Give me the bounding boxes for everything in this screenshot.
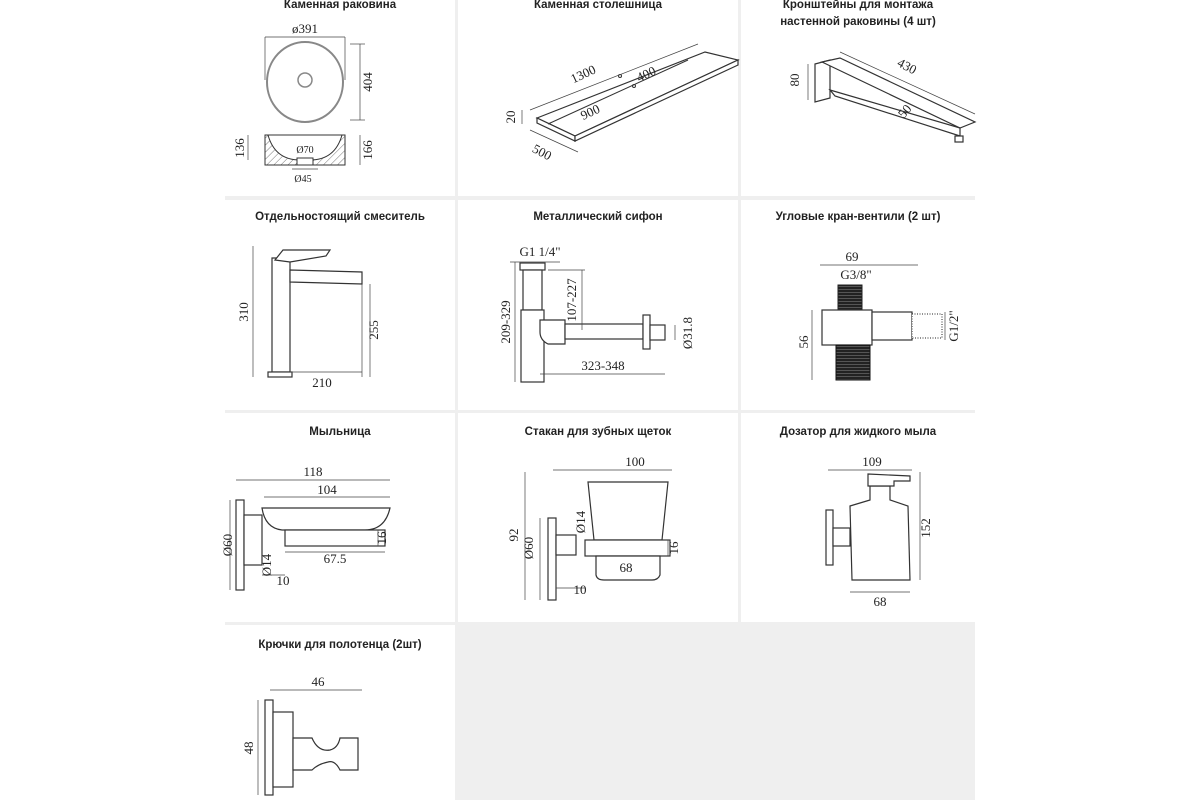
cell-title: Каменная раковина [283,0,397,11]
cell-title: Дозатор для жидкого мыла [779,426,937,438]
dim-spout-reach: 210 [312,375,332,390]
dispenser-drawing: 109 152 68 [825,454,933,609]
grid-separator [225,196,975,200]
cell-faucet: Отдельностоящий смеситель [225,200,455,410]
grid-separator [225,622,975,625]
grid-separator [455,0,458,625]
dim-outlet-diameter: Ø31.8 [680,317,695,349]
faucet-drawing: 310 255 210 [236,246,381,390]
dim-depth: 500 [530,141,554,163]
empty-area [455,625,975,800]
cell-title: Отдельностоящий смеситель [255,211,425,223]
dim-ring-width: 68 [620,560,633,575]
soap-dish-drawing: 118 104 Ø60 16 Ø14 67.5 10 [220,464,391,591]
dim-spout-height: 255 [366,320,381,340]
dim-drain-inner: Ø45 [294,174,311,185]
cell-title: Кронштейны для монтажа настенной раковин… [780,0,936,28]
dim-total-length: 118 [303,464,322,479]
dim-dish-length: 104 [317,482,337,497]
dim-400: 400 [634,63,658,85]
dim-length-1300: 1300 [568,62,598,87]
dim-width: 68 [874,594,887,609]
dim-inlet-thread: G3/8" [840,267,871,282]
dim-length: 430 [895,55,919,77]
glass-drawing: 100 92 Ø60 Ø14 16 68 10 [506,454,681,601]
dim-length-range: 323-348 [581,358,624,373]
dim-height: 92 [506,529,521,542]
dim-height: 166 [360,140,375,160]
dim-height: 16 [374,531,389,545]
dim-rod-diameter: Ø14 [573,510,588,533]
cell-title: Угловые кран-вентили (2 шт) [775,211,941,223]
dim-height: 48 [241,742,256,755]
dim-height: 310 [236,302,251,322]
dim-outlet-height: 107-227 [564,278,579,322]
dim-inner-height: 136 [232,138,247,158]
dim-thickness: 20 [503,111,518,124]
dim-plate-diameter: Ø60 [521,537,536,559]
dim-drain-outer: Ø70 [296,145,313,156]
dim-total-length: 100 [625,454,645,469]
dim-ring-height: 16 [666,541,681,555]
grid-separator [738,0,741,625]
dim-offset: 10 [574,582,587,597]
dim-height: 152 [918,518,933,538]
dim-outlet-thread: G1/2" [946,310,961,341]
cell-title: Стакан для зубных щеток [524,426,672,438]
cell-title: Крючки для полотенца (2шт) [258,639,422,651]
dim-diameter: ø391 [292,21,318,36]
cell-towel-hooks: Крючки для полотенца (2шт) [225,625,455,800]
cell-siphon: Металлический сифон [458,200,738,410]
dim-length: 404 [360,72,375,92]
dim-offset: 10 [277,573,290,588]
countertop-drawing: 1300 400 900 20 500 [503,43,740,163]
dim-plate-diameter: Ø60 [220,534,235,556]
bracket-drawing: 80 430 50 [787,51,977,143]
siphon-drawing: G1 1/4" 209-329 107-227 Ø31.8 323-348 [498,244,695,383]
angle-valve-drawing: 69 G3/8" 56 G1/2" [796,249,961,381]
sink-drawing: ø391 404 136 166 Ø70 Ø45 [232,21,375,185]
dim-900: 900 [578,101,602,123]
cell-title: Металлический сифон [533,211,663,223]
hook-drawing: 46 48 [241,674,362,796]
cell-title: Каменная столешница [533,0,663,11]
dim-height: 56 [796,335,811,349]
cell-title: Мыльница [309,426,371,438]
dim-height: 80 [787,74,802,87]
dim-length: 69 [846,249,859,264]
dim-depth: 109 [862,454,882,469]
dim-height-range: 209-329 [498,300,513,343]
grid-separator [225,410,975,413]
dim-thread: G1 1/4" [519,244,560,259]
dim-holder-length: 67.5 [324,551,347,566]
dim-rod-diameter: Ø14 [259,553,274,576]
dim-depth: 46 [312,674,326,689]
